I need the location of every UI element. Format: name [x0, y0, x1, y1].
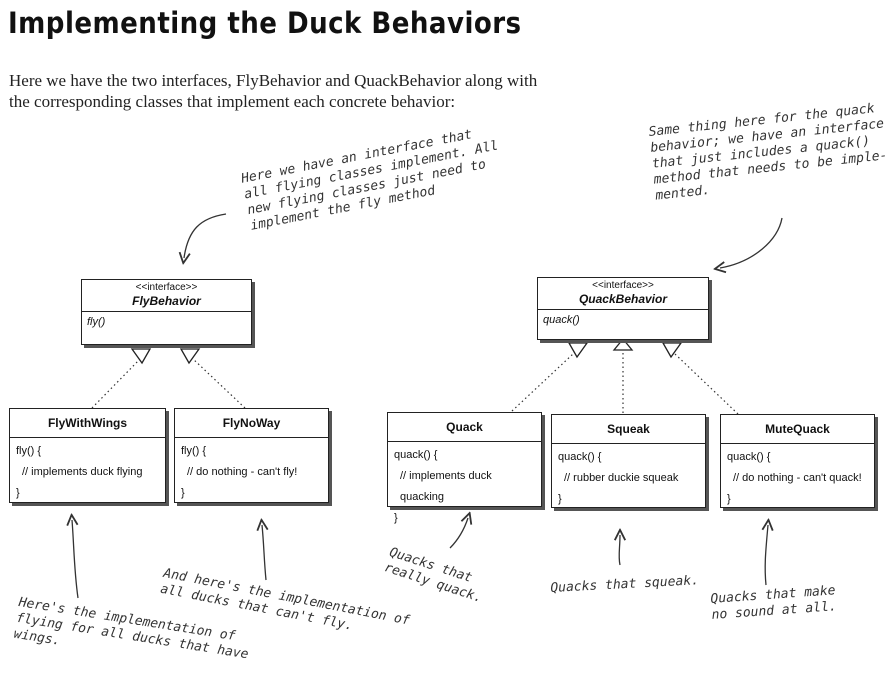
class-body: fly() { // do nothing - can't fly! }: [175, 438, 328, 507]
class-fly-with-wings: FlyWithWings fly() { // implements duck …: [9, 408, 166, 503]
class-quack: Quack quack() { // implements duck quack…: [387, 412, 542, 524]
realization-line: [191, 357, 246, 409]
class-name: MuteQuack: [721, 415, 874, 444]
code-line: }: [558, 493, 562, 505]
class-body: quack() { // implements duck quacking }: [388, 442, 541, 532]
interface-name: FlyBehavior: [132, 294, 201, 308]
interface-header: <<interface>> QuackBehavior: [538, 278, 708, 310]
code-line: // do nothing - can't fly!: [187, 466, 298, 478]
code-line: // implements duck quacking: [400, 470, 492, 503]
code-line: quack() {: [558, 451, 602, 463]
inheritance-triangle: [179, 348, 201, 365]
note-arrow: [262, 525, 266, 581]
code-line: quack() {: [394, 449, 438, 461]
interface-header: <<interface>> FlyBehavior: [82, 280, 251, 312]
note-arrow: [765, 525, 768, 586]
code-line: }: [394, 512, 398, 524]
code-line: // implements duck flying: [22, 466, 143, 478]
inheritance-triangle: [130, 348, 152, 365]
class-body: quack() { // rubber duckie squeak }: [552, 444, 705, 513]
inheritance-triangle: [661, 342, 683, 359]
inheritance-triangle: [567, 342, 589, 359]
class-name: Squeak: [552, 415, 705, 444]
code-line: }: [16, 487, 20, 499]
note-arrow: [184, 213, 227, 258]
code-line: }: [181, 487, 185, 499]
class-squeak: Squeak quack() { // rubber duckie squeak…: [551, 414, 706, 508]
interface-name: QuackBehavior: [578, 292, 668, 306]
page-title: Implementing the Duck Behaviors: [8, 6, 522, 40]
note-arrow: [619, 535, 620, 566]
note-arrow: [72, 520, 79, 599]
code-line: // rubber duckie squeak: [564, 472, 679, 484]
class-mute-quack: MuteQuack quack() { // do nothing - can'…: [720, 414, 875, 508]
inheritance-triangle: [612, 337, 634, 351]
intro-text: Here we have the two interfaces, FlyBeha…: [9, 70, 609, 112]
note-arrow: [720, 217, 783, 268]
interface-method: fly(): [87, 316, 106, 328]
code-line: fly() {: [181, 445, 207, 457]
fly-behavior-interface: <<interface>> FlyBehavior fly(): [81, 279, 252, 345]
stereotype-label: <<interface>>: [592, 280, 654, 291]
interface-method: quack(): [543, 314, 580, 326]
class-body: quack() { // do nothing - can't quack! }: [721, 444, 874, 513]
intro-line: Here we have the two interfaces, FlyBeha…: [9, 71, 538, 90]
class-fly-no-way: FlyNoWay fly() { // do nothing - can't f…: [174, 408, 329, 503]
class-name: FlyWithWings: [10, 409, 165, 438]
code-line: fly() {: [16, 445, 42, 457]
class-name: FlyNoWay: [175, 409, 328, 438]
note-arrow: [449, 518, 468, 549]
code-line: quack() {: [727, 451, 771, 463]
class-body: fly() { // implements duck flying }: [10, 438, 165, 507]
code-line: // do nothing - can't quack!: [733, 472, 862, 484]
realization-line: [511, 353, 574, 412]
realization-line: [91, 357, 142, 409]
class-name: Quack: [388, 413, 541, 442]
code-line: }: [727, 493, 731, 505]
intro-line: the corresponding classes that implement…: [9, 92, 456, 111]
realization-line: [674, 353, 739, 415]
stereotype-label: <<interface>>: [135, 282, 198, 293]
quack-behavior-interface: <<interface>> QuackBehavior quack(): [537, 277, 709, 340]
